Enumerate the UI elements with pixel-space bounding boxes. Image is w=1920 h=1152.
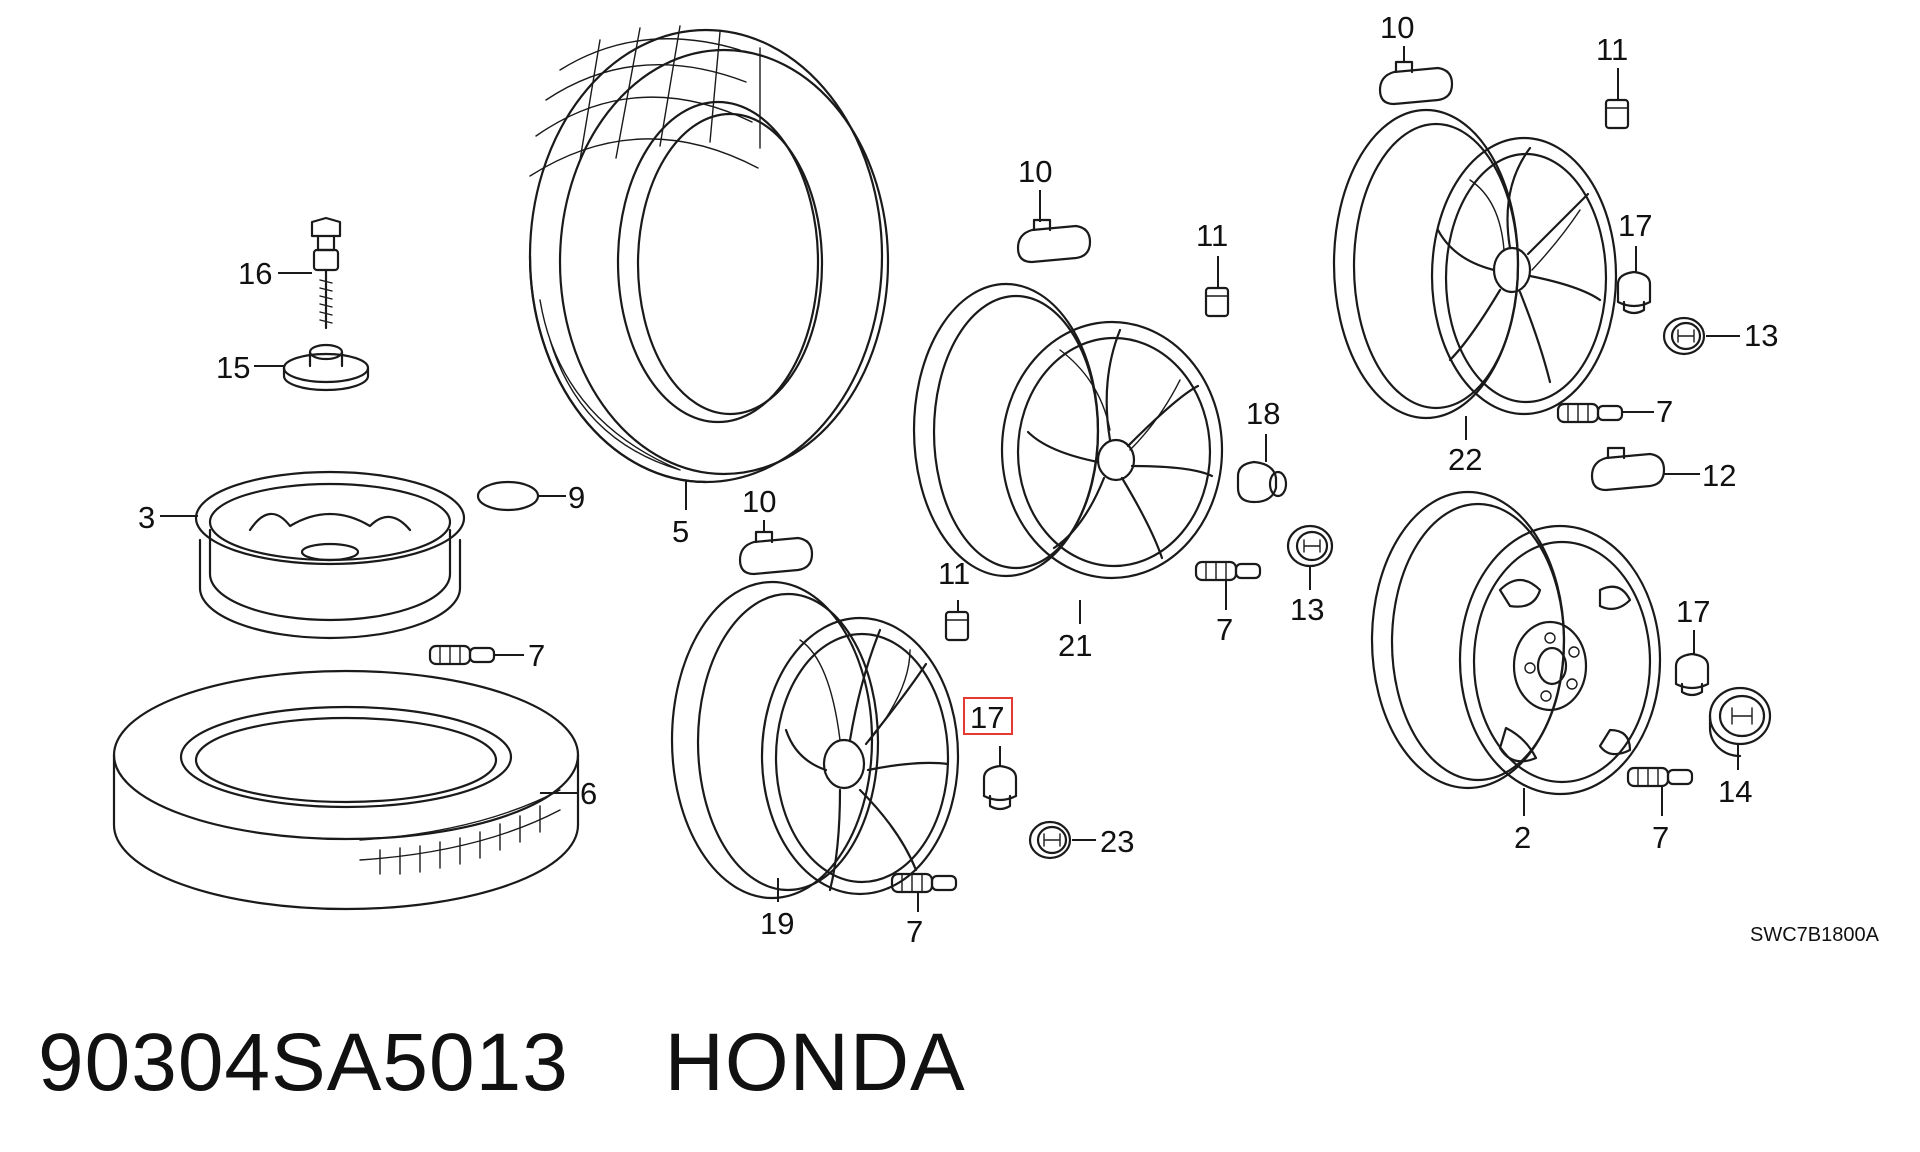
part-10-weight-a [738, 520, 814, 576]
callout-3: 3 [138, 500, 155, 535]
callout-12: 12 [1702, 458, 1736, 493]
callout-17: 17 [1676, 594, 1710, 629]
part-6-spare-tire [112, 669, 580, 911]
part-18-lug-nut [1236, 434, 1288, 504]
part-10-weight-b [1016, 190, 1092, 264]
part-11-clip-c [1604, 68, 1630, 130]
part-7-valve-stem-e [1626, 766, 1694, 816]
diagram-code: SWC7B1800A [1750, 924, 1879, 946]
part-17-lug-nut-a [982, 746, 1018, 811]
part-16-valve-bolt [278, 216, 342, 330]
part-footer: 90304SA5013 HONDA [38, 1016, 966, 1110]
callout-7: 7 [1652, 820, 1669, 855]
callout-13: 13 [1290, 592, 1324, 627]
part-19-alloy-wheel [670, 580, 960, 902]
part-14-center-cap [1708, 686, 1772, 770]
part-7-valve-stem-d [1556, 402, 1654, 424]
callout-10: 10 [1380, 10, 1414, 45]
callout-17-highlighted: 17 [970, 700, 1004, 735]
callout-14: 14 [1718, 774, 1752, 809]
part-21-alloy-wheel [912, 282, 1224, 624]
callout-22: 22 [1448, 442, 1482, 477]
callout-15: 15 [216, 350, 250, 385]
part-2-steel-wheel [1370, 490, 1662, 816]
part-15-washer [254, 343, 370, 392]
part-13-center-cap-a [1286, 524, 1334, 590]
callout-11: 11 [1196, 218, 1228, 253]
part-11-clip-b [1204, 256, 1230, 318]
part-17-lug-nut-b [1616, 246, 1652, 315]
brand-name: HONDA [664, 1017, 966, 1108]
callout-17: 17 [1618, 208, 1652, 243]
part-22-alloy-wheel [1332, 108, 1618, 440]
callout-16: 16 [238, 256, 272, 291]
callout-10: 10 [1018, 154, 1052, 189]
part-7-valve-stem-c [1194, 560, 1262, 610]
callout-13: 13 [1744, 318, 1778, 353]
callout-19: 19 [760, 906, 794, 941]
part-9-o-ring [476, 480, 566, 512]
part-10-weight-c [1378, 46, 1454, 106]
callout-6: 6 [580, 776, 597, 811]
callout-10: 10 [742, 484, 776, 519]
callout-18: 18 [1246, 396, 1280, 431]
part-12-weight [1590, 446, 1700, 492]
callout-21: 21 [1058, 628, 1092, 663]
callout-7: 7 [528, 638, 545, 673]
part-17-lug-nut-c [1674, 630, 1710, 697]
callout-5: 5 [672, 514, 689, 549]
callout-7: 7 [906, 914, 923, 949]
callout-23: 23 [1100, 824, 1134, 859]
callout-7: 7 [1656, 394, 1673, 429]
callout-2: 2 [1514, 820, 1531, 855]
callout-11: 11 [938, 556, 970, 591]
part-3-spare-wheel [160, 470, 466, 640]
part-7-valve-stem-a [428, 644, 524, 666]
part-13-center-cap-b [1662, 316, 1740, 356]
part-5-tire [528, 25, 890, 510]
callout-11: 11 [1596, 32, 1628, 67]
callout-7: 7 [1216, 612, 1233, 647]
part-11-clip-a [944, 600, 970, 642]
part-7-valve-stem-b [890, 872, 958, 912]
part-number: 90304SA5013 [38, 1017, 569, 1108]
callout-9: 9 [568, 480, 585, 515]
highlight-box [963, 697, 1013, 735]
part-23-center-cap [1028, 820, 1096, 860]
